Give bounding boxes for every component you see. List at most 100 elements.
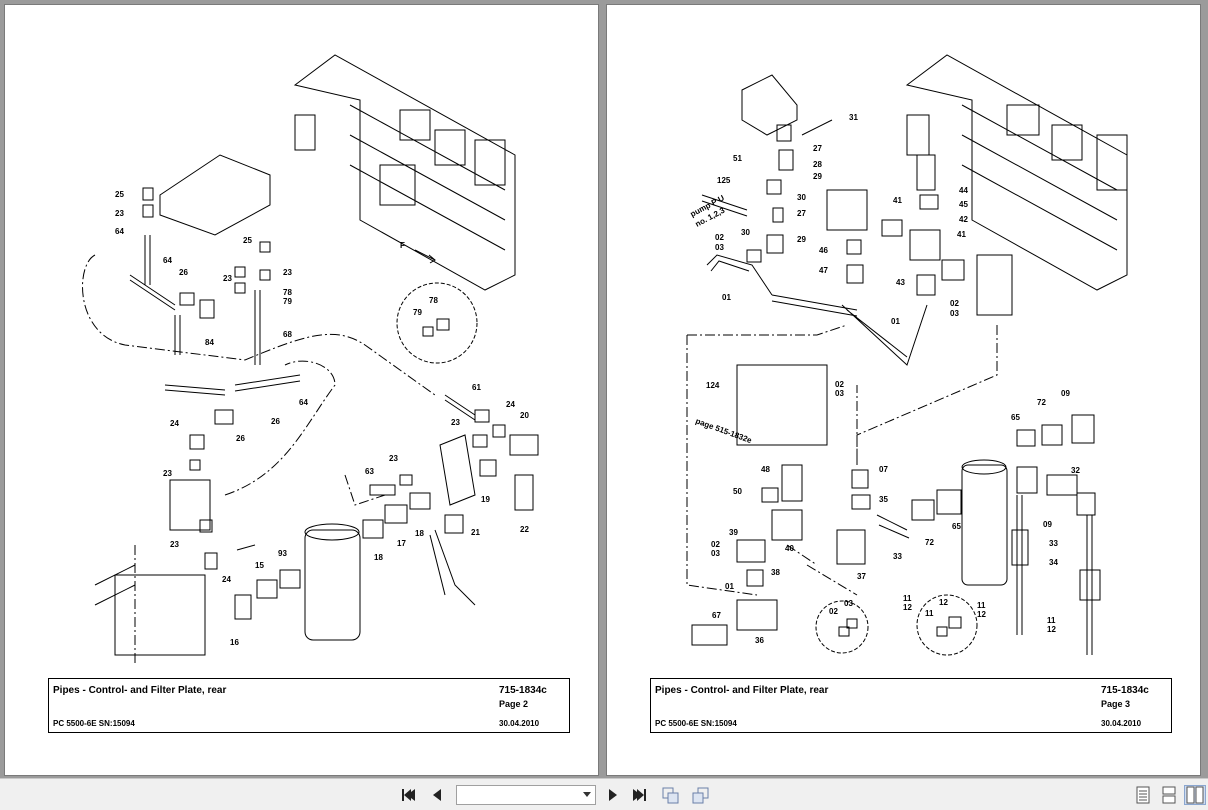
svg-text:09: 09 <box>1043 520 1052 529</box>
svg-text:25: 25 <box>115 190 124 199</box>
svg-text:30: 30 <box>741 228 750 237</box>
svg-text:78: 78 <box>283 288 292 297</box>
svg-text:26: 26 <box>271 417 280 426</box>
svg-text:65: 65 <box>952 522 961 531</box>
single-page-view-icon[interactable] <box>1132 785 1154 805</box>
svg-text:35: 35 <box>879 495 888 504</box>
svg-text:F: F <box>400 241 405 250</box>
svg-text:68: 68 <box>283 330 292 339</box>
svg-text:28: 28 <box>813 160 822 169</box>
svg-text:41: 41 <box>893 196 902 205</box>
svg-text:23: 23 <box>283 268 292 277</box>
svg-text:72: 72 <box>925 538 934 547</box>
first-page-icon[interactable] <box>398 785 420 805</box>
svg-text:23: 23 <box>115 209 124 218</box>
svg-text:84: 84 <box>205 338 214 347</box>
svg-text:18: 18 <box>374 553 383 562</box>
svg-text:23: 23 <box>170 540 179 549</box>
svg-text:61: 61 <box>472 383 481 392</box>
svg-text:37: 37 <box>857 572 866 581</box>
svg-text:12: 12 <box>977 610 986 619</box>
svg-text:65: 65 <box>1011 413 1020 422</box>
svg-text:09: 09 <box>1061 389 1070 398</box>
svg-text:16: 16 <box>230 638 239 647</box>
svg-text:02: 02 <box>715 233 724 242</box>
svg-text:44: 44 <box>959 186 968 195</box>
next-page-icon[interactable] <box>602 785 624 805</box>
svg-text:45: 45 <box>959 200 968 209</box>
page-number-select[interactable] <box>456 785 596 805</box>
svg-text:63: 63 <box>365 467 374 476</box>
svg-text:33: 33 <box>1049 539 1058 548</box>
svg-text:24: 24 <box>170 419 179 428</box>
svg-text:07: 07 <box>879 465 888 474</box>
document-number: 715-1834c <box>499 685 547 696</box>
svg-text:72: 72 <box>1037 398 1046 407</box>
svg-text:20: 20 <box>520 411 529 420</box>
svg-text:46: 46 <box>819 246 828 255</box>
svg-text:93: 93 <box>278 549 287 558</box>
svg-text:01: 01 <box>722 293 731 302</box>
svg-text:50: 50 <box>733 487 742 496</box>
svg-text:124: 124 <box>706 381 720 390</box>
drawing-title: Pipes - Control- and Filter Plate, rear <box>53 685 227 696</box>
svg-text:01: 01 <box>891 317 900 326</box>
go-back-view-icon[interactable] <box>660 785 682 805</box>
continuous-view-icon[interactable] <box>1158 785 1180 805</box>
chevron-down-icon <box>583 792 591 797</box>
svg-text:23: 23 <box>163 469 172 478</box>
svg-text:11: 11 <box>903 594 912 603</box>
prev-page-icon[interactable] <box>426 785 448 805</box>
machine-model: PC 5500-6E SN:15094 <box>53 719 135 728</box>
svg-text:03: 03 <box>715 243 724 252</box>
last-page-icon[interactable] <box>628 785 650 805</box>
svg-text:03: 03 <box>835 389 844 398</box>
svg-text:03: 03 <box>711 549 720 558</box>
drawing-date: 30.04.2010 <box>1101 719 1142 728</box>
svg-text:11: 11 <box>925 609 934 618</box>
svg-text:11: 11 <box>977 601 986 610</box>
svg-text:42: 42 <box>959 215 968 224</box>
svg-text:02: 02 <box>711 540 720 549</box>
svg-text:02: 02 <box>829 607 838 616</box>
svg-text:39: 39 <box>729 528 738 537</box>
svg-text:31: 31 <box>849 113 858 122</box>
svg-text:03: 03 <box>844 599 853 608</box>
svg-text:30: 30 <box>797 193 806 202</box>
svg-text:125: 125 <box>717 176 731 185</box>
svg-text:26: 26 <box>236 434 245 443</box>
drawing-date: 30.04.2010 <box>499 719 540 728</box>
svg-text:41: 41 <box>957 230 966 239</box>
svg-text:03: 03 <box>950 309 959 318</box>
drawing-title: Pipes - Control- and Filter Plate, rear <box>655 685 829 696</box>
svg-text:page 515-1832e: page 515-1832e <box>694 416 753 445</box>
svg-text:02: 02 <box>950 299 959 308</box>
svg-text:24: 24 <box>506 400 515 409</box>
svg-text:17: 17 <box>397 539 406 548</box>
go-forward-view-icon[interactable] <box>690 785 712 805</box>
two-page-view-icon[interactable] <box>1184 785 1206 805</box>
svg-text:27: 27 <box>813 144 822 153</box>
svg-text:15: 15 <box>255 561 264 570</box>
svg-text:64: 64 <box>115 227 124 236</box>
navigation-toolbar <box>0 778 1208 810</box>
svg-text:24: 24 <box>222 575 231 584</box>
svg-text:36: 36 <box>755 636 764 645</box>
svg-text:23: 23 <box>451 418 460 427</box>
svg-text:64: 64 <box>163 256 172 265</box>
svg-text:43: 43 <box>896 278 905 287</box>
title-block: Pipes - Control- and Filter Plate, rear … <box>48 678 570 733</box>
svg-text:11: 11 <box>1047 616 1056 625</box>
svg-text:79: 79 <box>283 297 292 306</box>
svg-text:25: 25 <box>243 236 252 245</box>
svg-text:33: 33 <box>893 552 902 561</box>
svg-text:22: 22 <box>520 525 529 534</box>
svg-text:67: 67 <box>712 611 721 620</box>
svg-text:12: 12 <box>939 598 948 607</box>
page-label: Page 2 <box>499 699 529 709</box>
svg-text:29: 29 <box>797 235 806 244</box>
